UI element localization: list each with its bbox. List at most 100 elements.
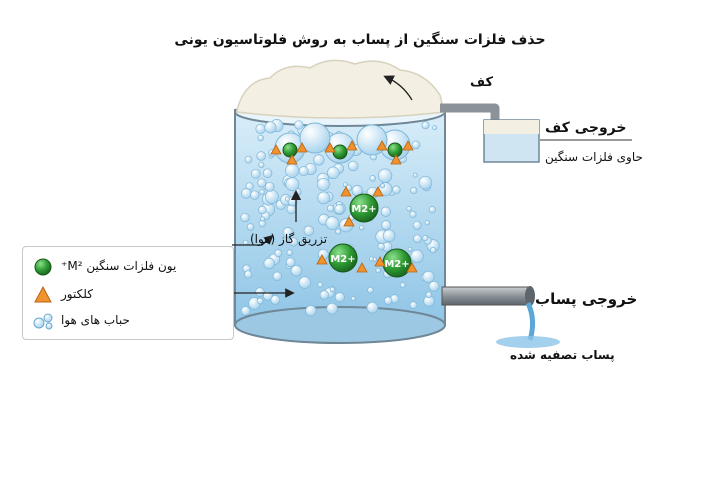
air-bubble xyxy=(244,270,253,279)
air-bubble xyxy=(424,220,430,226)
legend-item-bubbles: حباب های هوا xyxy=(23,309,233,333)
air-bubble xyxy=(319,290,329,300)
air-bubble xyxy=(270,295,281,305)
tank-bottom xyxy=(234,306,446,344)
air-bubble xyxy=(411,140,421,150)
diagram-title: حذف فلزات سنگین از پساب به روش فلوتاسیون… xyxy=(174,32,546,48)
air-bubble xyxy=(430,247,437,254)
air-bubble xyxy=(250,168,261,179)
legend-item-ion: یون فلزات سنگین M²⁺ xyxy=(23,255,233,279)
metal-ion xyxy=(282,142,298,158)
air-bubble xyxy=(257,134,264,142)
air-bubble xyxy=(294,120,304,130)
air-bubble xyxy=(334,292,345,303)
air-bubble xyxy=(286,249,293,256)
surface-bubble xyxy=(356,124,388,156)
collector-triangle xyxy=(324,142,336,153)
air-bubble xyxy=(425,291,433,299)
air-bubble xyxy=(303,225,314,236)
metal-ion-label: M2+ xyxy=(330,254,355,265)
air-bubble xyxy=(272,271,282,281)
air-bubble xyxy=(377,242,385,251)
foam-outlet-sublabel: حاوی فلزات سنگین xyxy=(545,150,643,164)
green-ion-icon xyxy=(34,258,52,276)
air-bubble xyxy=(380,183,386,189)
air-bubble xyxy=(410,186,418,195)
collector-triangle xyxy=(286,154,298,165)
heavy-metal-ions: M2+M2+M2+ xyxy=(282,142,412,278)
air-bubble xyxy=(369,175,376,182)
air-bubble xyxy=(298,166,309,177)
collector-triangle xyxy=(376,140,388,151)
air-bubble xyxy=(407,246,413,252)
air-bubble xyxy=(263,257,275,270)
air-bubble xyxy=(282,227,294,238)
air-bubble xyxy=(369,256,374,262)
air-bubble xyxy=(264,121,277,134)
foam-arrow xyxy=(383,75,413,101)
legend-label: کلکتور xyxy=(61,287,93,301)
air-bubble xyxy=(359,225,365,231)
air-bubble xyxy=(256,297,264,305)
air-bubble xyxy=(317,282,324,288)
gas-injection-label: تزریق گاز (هوا) xyxy=(250,232,328,246)
air-bubble xyxy=(317,191,331,205)
collector-triangle xyxy=(374,256,386,267)
foam-label: کف xyxy=(470,75,494,90)
air-bubbles-icon xyxy=(33,313,53,330)
air-bubble xyxy=(384,296,393,305)
air-bubble xyxy=(255,123,266,135)
water-splash xyxy=(496,336,560,348)
air-bubble xyxy=(260,216,266,222)
air-bubble xyxy=(290,264,303,277)
collector-triangle xyxy=(402,140,414,151)
surface-bubble xyxy=(299,122,331,154)
effluent-pipe xyxy=(441,286,560,348)
air-bubble xyxy=(258,161,265,169)
air-bubble xyxy=(410,249,424,263)
air-bubble xyxy=(381,220,392,231)
air-bubble xyxy=(264,181,275,192)
air-bubble xyxy=(264,189,279,204)
air-bubble xyxy=(380,206,392,217)
air-bubble xyxy=(422,270,435,283)
air-bubble xyxy=(412,220,422,230)
metal-ion xyxy=(387,142,403,158)
air-bubble xyxy=(335,228,342,235)
air-bubble xyxy=(347,160,359,172)
air-bubble xyxy=(285,177,300,192)
foam-layer xyxy=(236,59,445,119)
legend: یون فلزات سنگین M²⁺ کلکتور حباب های هوا xyxy=(22,246,234,340)
legend-item-collector: کلکتور xyxy=(23,283,233,307)
foam-outlet-pipe xyxy=(440,103,540,163)
air-bubble xyxy=(367,286,374,294)
air-bubble xyxy=(377,168,393,183)
collector-triangle xyxy=(356,262,368,273)
orange-triangle-icon xyxy=(34,285,52,303)
air-bubble xyxy=(316,177,330,191)
collectors xyxy=(270,140,418,273)
air-bubble xyxy=(412,172,418,178)
air-bubble xyxy=(375,267,381,274)
air-bubble xyxy=(334,204,345,215)
air-bubble xyxy=(422,235,429,242)
collector-triangle xyxy=(343,216,355,227)
collector-triangle xyxy=(406,262,418,273)
effluent-outlet-label: خروجی پساب xyxy=(535,290,638,308)
air-bubble xyxy=(258,220,266,228)
collector-triangle xyxy=(270,144,282,155)
metal-ion-label: M2+ xyxy=(384,259,409,270)
air-bubble xyxy=(366,301,379,314)
air-bubble xyxy=(240,212,250,223)
foam-outlet-label: خروجی کف xyxy=(545,120,627,136)
air-bubble xyxy=(298,276,312,289)
collector-triangle xyxy=(316,254,328,265)
water-stream xyxy=(525,301,536,341)
air-bubble xyxy=(350,296,356,302)
collector-triangle xyxy=(346,140,358,151)
collector-triangle xyxy=(296,142,308,153)
air-bubble xyxy=(285,257,296,268)
metal-ion xyxy=(349,193,379,223)
air-bubble xyxy=(244,155,253,164)
